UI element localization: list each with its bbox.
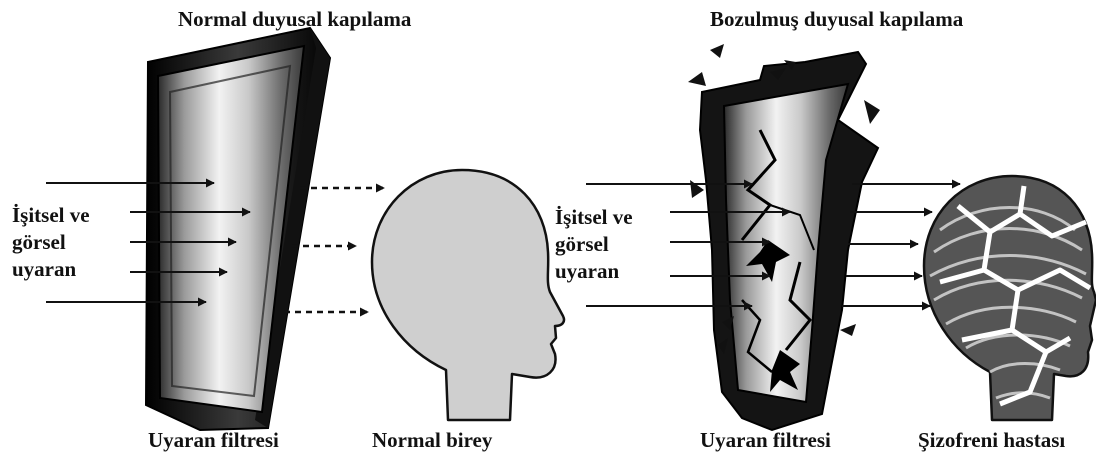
impaired-gating-title: Bozulmuş duyusal kapılama xyxy=(710,9,963,30)
normal-stimulus-line: İşitsel ve xyxy=(12,202,90,229)
impaired-filter-caption: Uyaran filtresi xyxy=(700,430,831,451)
impaired-fragmented-head-icon xyxy=(924,176,1096,420)
normal-stimulus-line: görsel xyxy=(12,229,90,256)
normal-filter-caption: Uyaran filtresi xyxy=(148,430,279,451)
impaired-stimulus-line: görsel xyxy=(555,231,633,258)
normal-filter-door xyxy=(146,28,330,430)
impaired-stimulus-line: uyaran xyxy=(555,258,633,285)
normal-stimulus-line: uyaran xyxy=(12,256,90,283)
impaired-person-caption: Şizofreni hastası xyxy=(918,430,1065,451)
normal-gating-title: Normal duyusal kapılama xyxy=(178,9,411,30)
impaired-filter-door xyxy=(688,44,880,430)
normal-head-icon xyxy=(372,170,564,420)
normal-stimulus-label: İşitsel ve görsel uyaran xyxy=(12,202,90,283)
impaired-stimulus-label: İşitsel ve görsel uyaran xyxy=(555,204,633,285)
impaired-stimulus-line: İşitsel ve xyxy=(555,204,633,231)
normal-person-caption: Normal birey xyxy=(372,430,492,451)
